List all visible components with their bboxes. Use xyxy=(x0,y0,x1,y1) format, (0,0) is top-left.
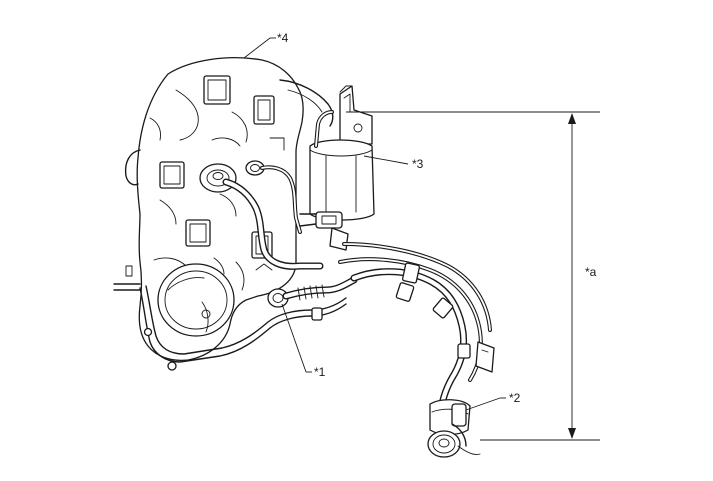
callout-1: *1 xyxy=(281,303,326,379)
fuel-tank xyxy=(124,57,334,362)
charcoal-canister xyxy=(299,85,375,251)
callout-label-filler: *2 xyxy=(509,391,521,405)
callout-2: *2 xyxy=(465,391,521,411)
dimension-a: *a xyxy=(346,111,600,441)
filler-pipe xyxy=(338,242,495,458)
callout-3: *3 xyxy=(363,155,424,171)
callout-label-canister: *3 xyxy=(412,157,424,171)
callout-4: *4 xyxy=(243,31,289,59)
tank-vent-lines xyxy=(222,165,324,270)
fill-hose xyxy=(282,276,358,301)
dimension-label: *a xyxy=(585,265,597,279)
fuel-lines xyxy=(113,265,347,371)
callout-label-tank: *4 xyxy=(277,31,289,45)
callout-label-outlet: *1 xyxy=(314,365,326,379)
